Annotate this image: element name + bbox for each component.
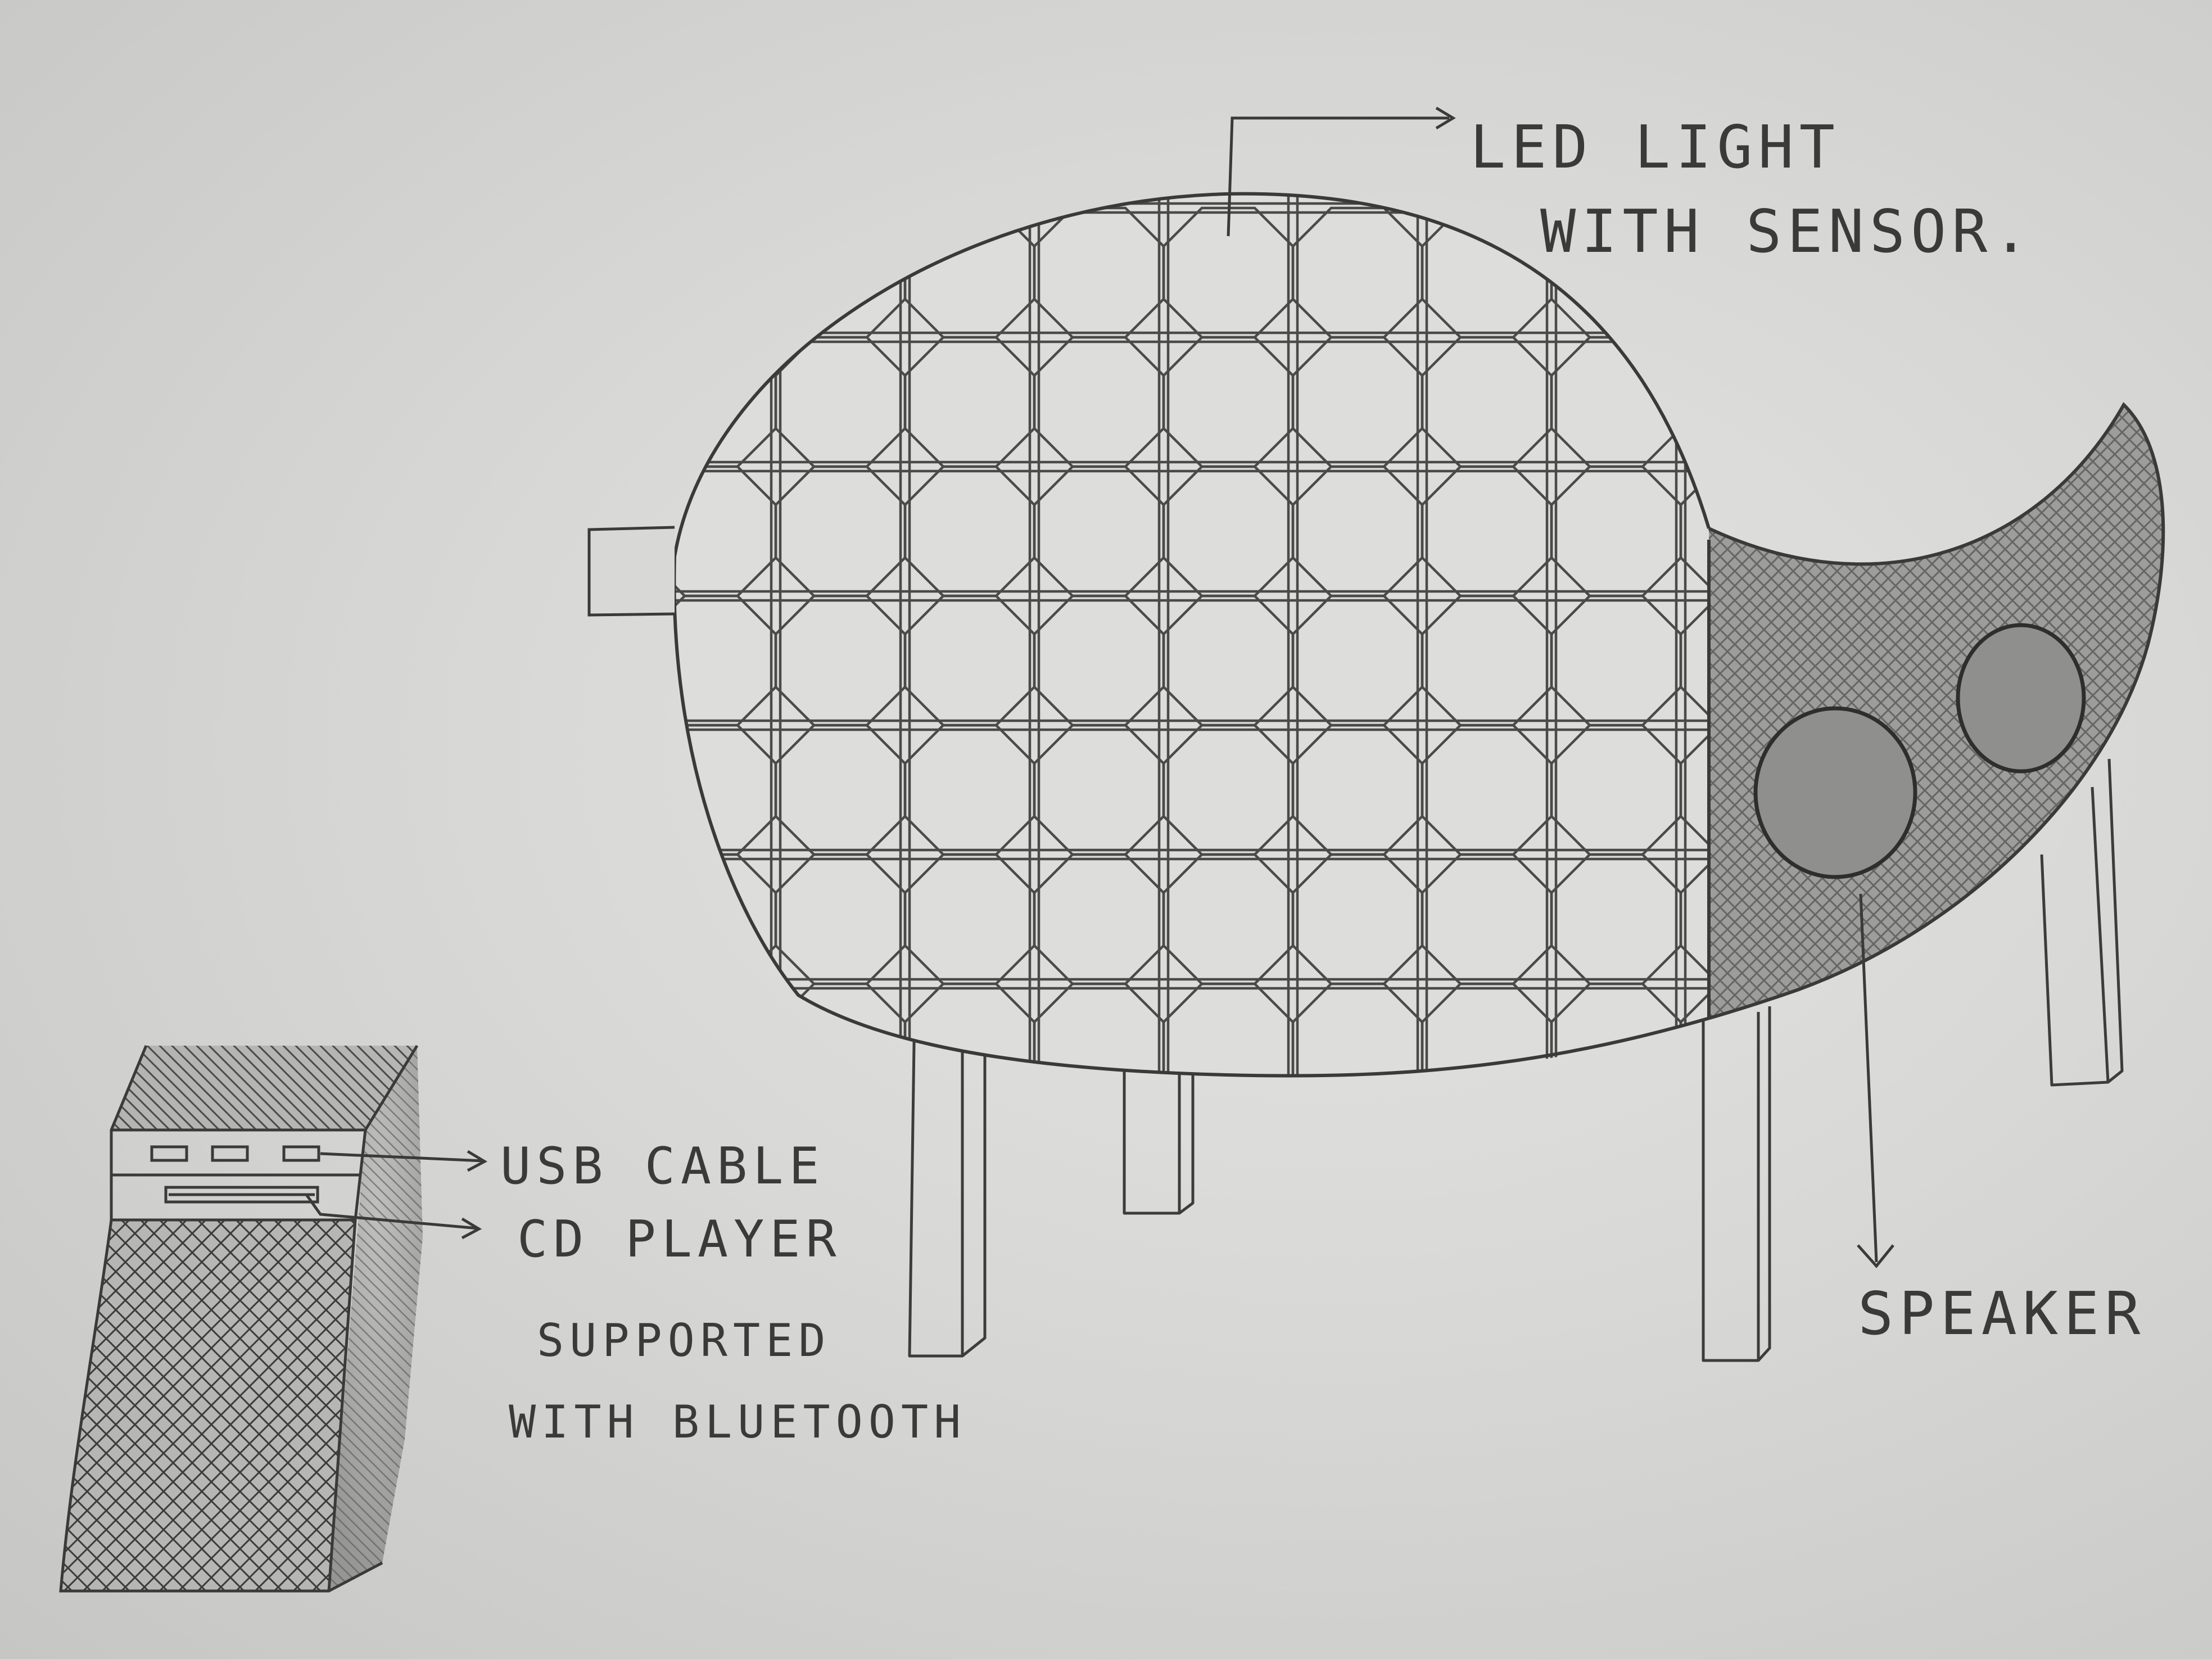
label-cd-player: CD PLAYER [517, 1214, 842, 1265]
label-with-bluetooth: WITH BLUETOOTH [509, 1400, 966, 1445]
label-supported: SUPPORTED [537, 1318, 831, 1363]
label-usb-cable: USB CABLE [500, 1141, 825, 1192]
label-with-sensor: WITH SENSOR. [1540, 202, 2034, 261]
label-led-light: LED LIGHT [1470, 118, 1840, 177]
connector-plug [589, 527, 675, 615]
label-speaker: SPEAKER [1858, 1285, 2146, 1344]
